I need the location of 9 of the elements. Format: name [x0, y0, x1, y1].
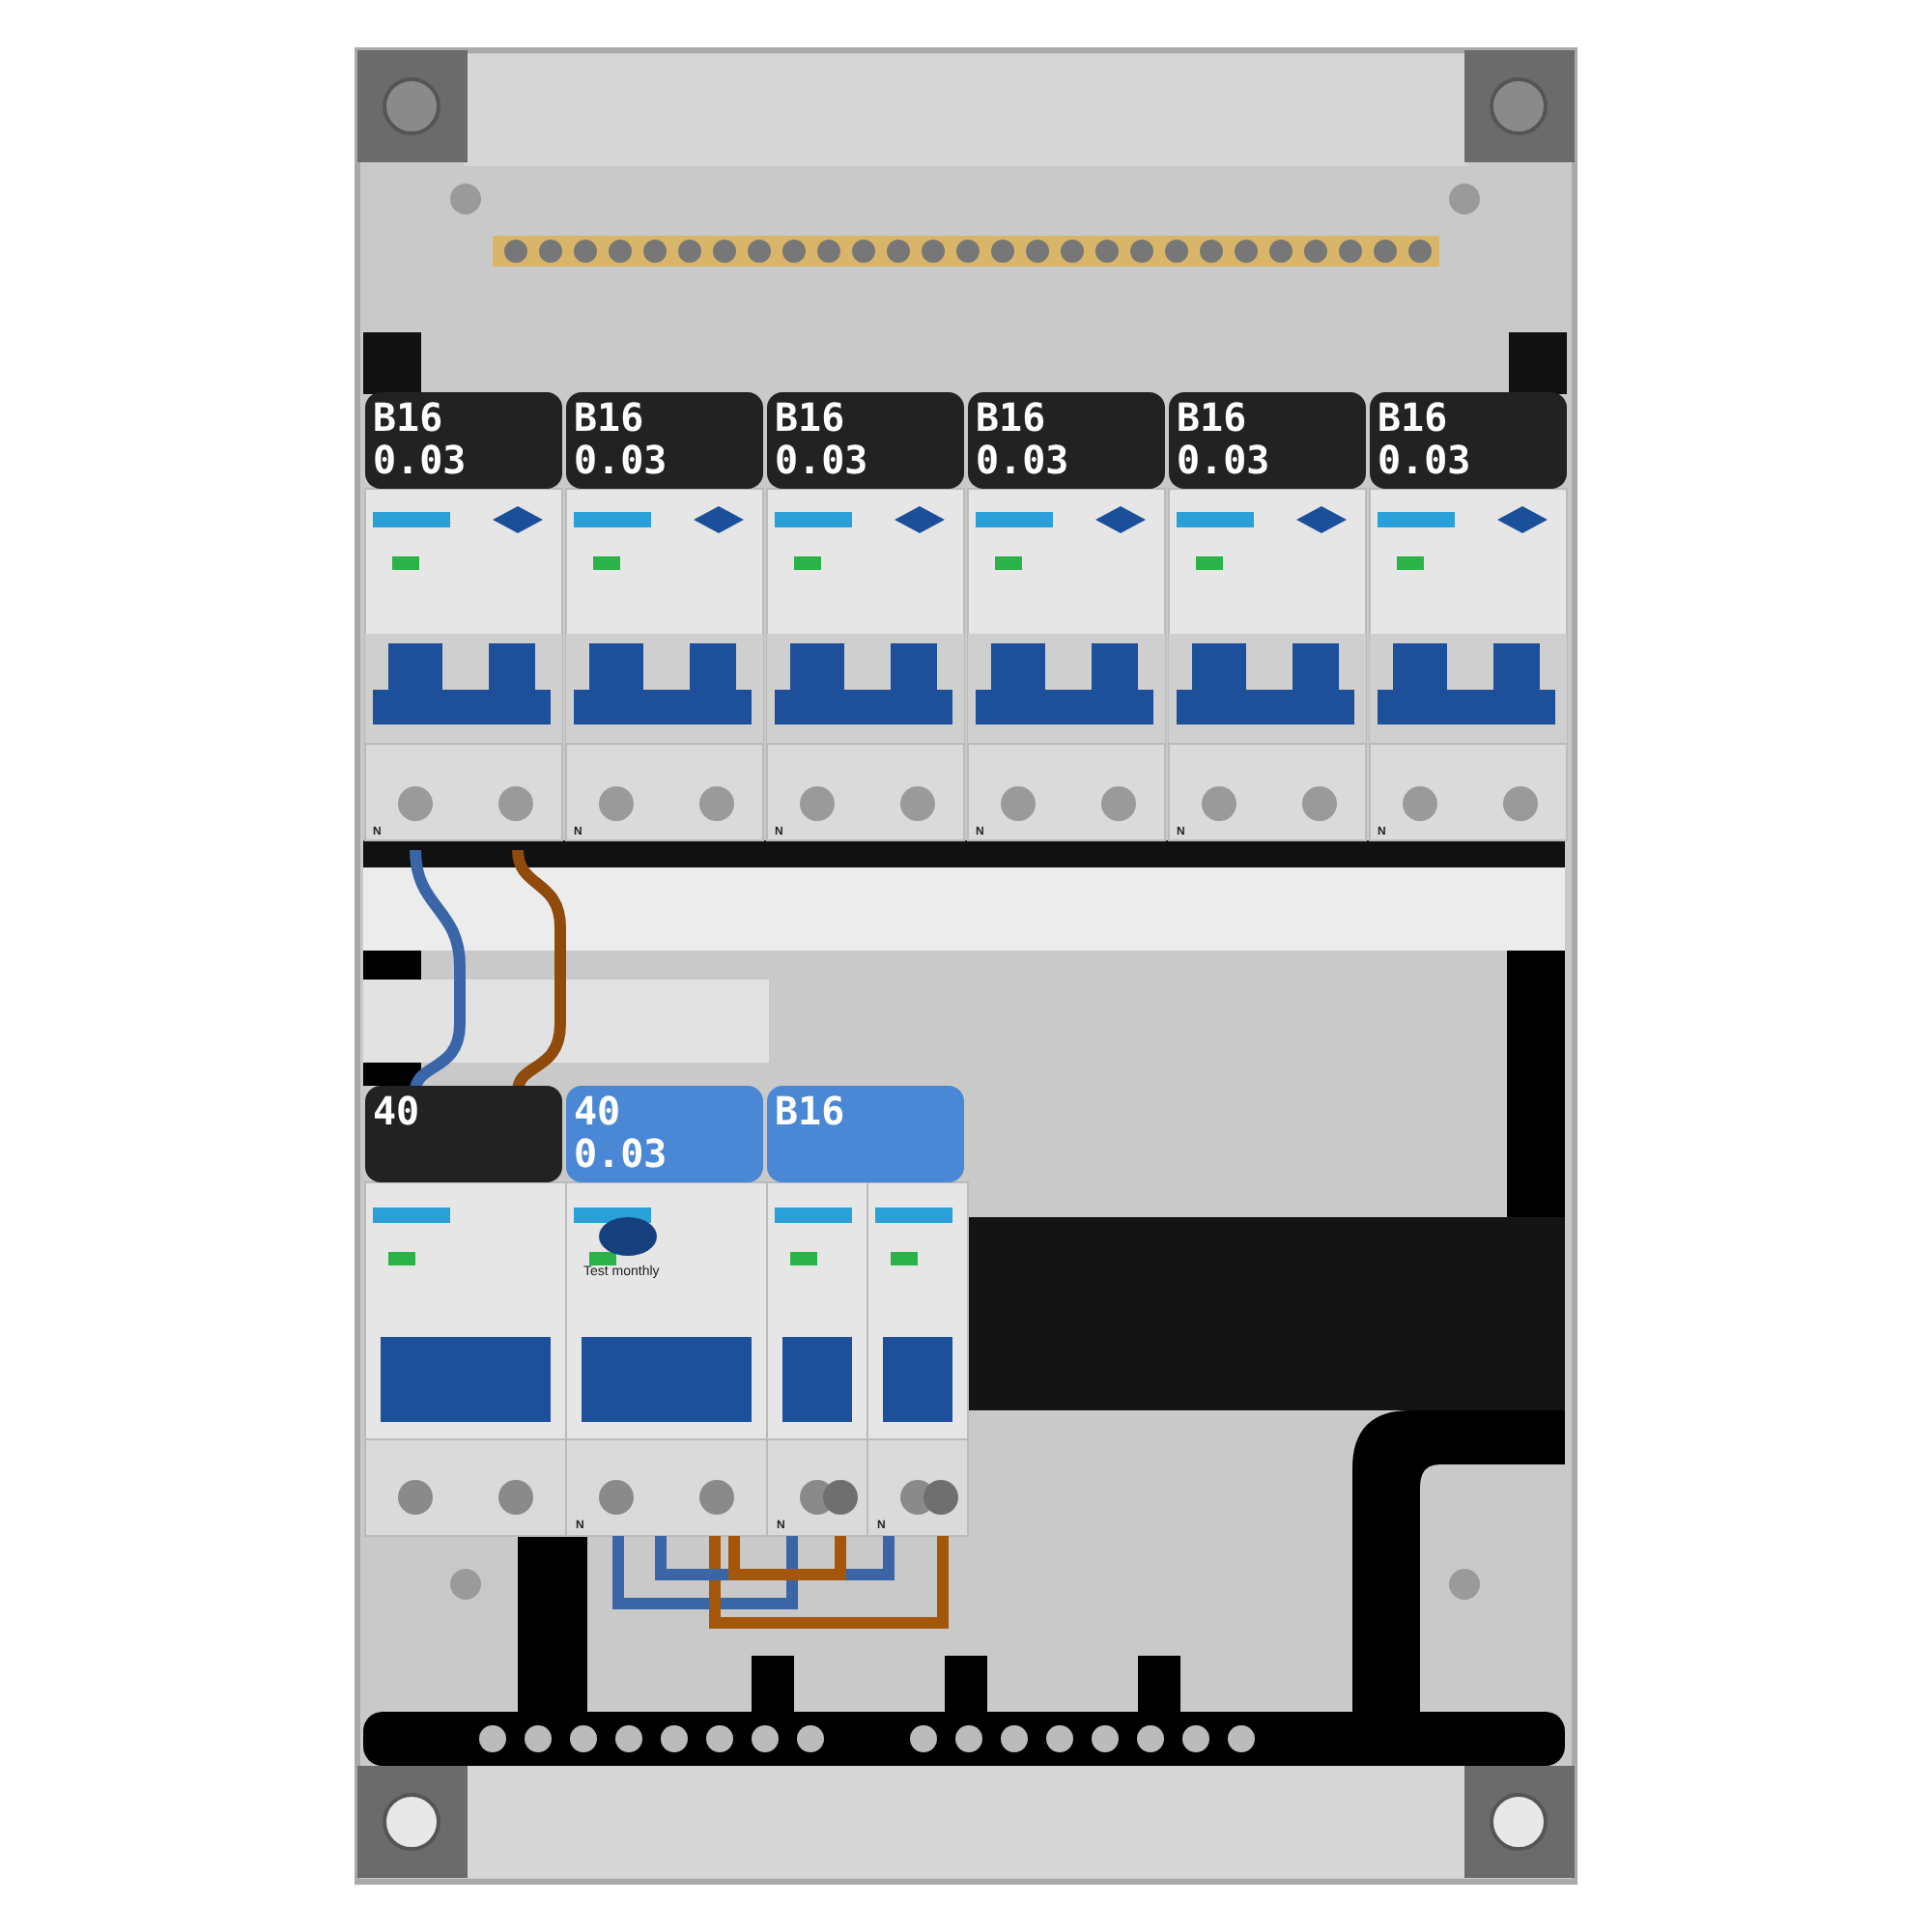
rating-label: B16: [767, 1086, 964, 1182]
rating-label: B16 0.03: [767, 392, 964, 489]
rating-label: B16 0.03: [365, 392, 562, 489]
rating-label: B16 0.03: [1370, 392, 1567, 489]
rating-label: B16 0.03: [1169, 392, 1366, 489]
rating-label: 40 0.03: [566, 1086, 763, 1182]
rating-label: B16 0.03: [968, 392, 1165, 489]
rating-label: 40: [365, 1086, 562, 1182]
rating-label: B16 0.03: [566, 392, 763, 489]
